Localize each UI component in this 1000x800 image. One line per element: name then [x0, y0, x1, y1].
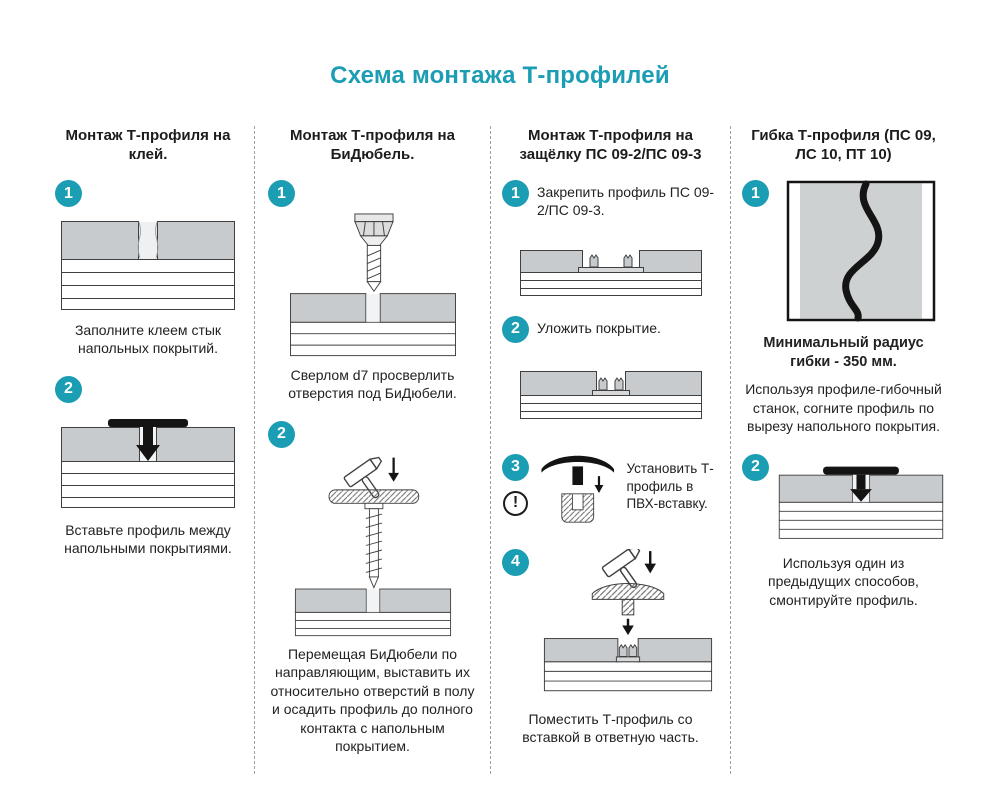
serrated-flange [623, 254, 632, 268]
bending-step-1: 1 Минимальный радиус гибки - 350 мм. Исп… [742, 180, 945, 436]
step-number-badge: 2 [502, 315, 529, 343]
latch-base-plate [591, 389, 630, 396]
column-latch: Монтаж Т-профиля на защёлку ПС 09-2/ПС 0… [490, 126, 730, 774]
hammer-install-diagram [543, 548, 713, 692]
t-profile-with-insert [591, 582, 665, 600]
step-caption: Уложить покрытие. [537, 319, 661, 336]
serrated-flange [614, 377, 623, 391]
serrated-flange [628, 643, 638, 657]
t-profile-stem [572, 466, 584, 485]
glue-step-2: 2 Вставьте профиль между напольными по [53, 375, 243, 558]
down-arrow-icon [622, 618, 634, 636]
columns-container: Монтаж Т-профиля на клей. 1 Заполните кл… [42, 126, 958, 774]
bidowel-install-diagram [294, 456, 451, 637]
step-caption: Используя один из предыдущих способов, с… [768, 554, 919, 608]
latch-profile-diagram [519, 249, 702, 296]
t-profile-top-view [328, 489, 419, 504]
drill-icon [353, 213, 394, 293]
step-number-badge: 2 [742, 453, 769, 481]
bent-profile-curve [842, 180, 883, 322]
bending-step-2: 2 [742, 453, 945, 609]
covering-laid-diagram [519, 370, 702, 419]
column-glue: Монтаж Т-профиля на клей. 1 Заполните кл… [42, 126, 254, 774]
column-bidowel-heading: Монтаж Т-профиля на БиДюбель. [290, 127, 455, 164]
step-number-badge: 1 [502, 180, 529, 207]
bidowel-step-2: 2 [266, 420, 479, 756]
profile-mounted-diagram [778, 466, 944, 539]
down-arrow-icon [594, 476, 604, 493]
column-glue-heading: Монтаж Т-профиля на клей. [65, 127, 231, 164]
column-bending: Гибка Т-профиля (ПС 09, ЛС 10, ПТ 10) 1 … [730, 126, 956, 774]
latch-step-1: 1 Закрепить профиль ПС 09-2/ПС 09-3. [502, 180, 719, 298]
step-caption: Установить Т-профиль в ПВХ-вставку. [626, 460, 714, 512]
down-arrow-icon [387, 457, 399, 482]
pvc-insert [561, 493, 595, 523]
latch-base-plate [615, 656, 641, 663]
column-latch-heading: Монтаж Т-профиля на защёлку ПС 09-2/ПС 0… [519, 127, 702, 164]
bidowel-screw-icon [363, 502, 383, 589]
step-number-badge: 2 [55, 375, 82, 403]
step-number-badge: 1 [268, 180, 295, 207]
column-bending-heading: Гибка Т-профиля (ПС 09, ЛС 10, ПТ 10) [751, 127, 936, 164]
latch-step-3: 3 ! [502, 439, 719, 531]
bend-top-view-diagram [786, 180, 936, 322]
t-profile-insert-diagram [541, 455, 615, 523]
t-profile-cap [823, 466, 899, 475]
latch-step-4: 4 [502, 548, 719, 747]
drill-diagram [289, 213, 456, 357]
down-arrow-icon [644, 551, 657, 574]
step-caption: Сверлом d7 просверлить отверстия под БиД… [288, 367, 457, 402]
step-number-badge: 4 [502, 548, 529, 576]
step-caption: Используя профиле-гибочный станок, согни… [745, 381, 942, 435]
step-number-badge: 1 [742, 180, 769, 207]
step-caption-bold: Минимальный радиус гибки - 350 мм. [763, 335, 924, 371]
t-profile-stem [621, 598, 635, 616]
column-bidowel: Монтаж Т-профиля на БиДюбель. 1 [254, 126, 490, 774]
step-caption: Закрепить профиль ПС 09-2/ПС 09-3. [537, 184, 715, 219]
serrated-flange [618, 643, 628, 657]
down-arrow-icon [136, 426, 160, 461]
step-caption: Вставьте профиль между напольными покрыт… [64, 521, 232, 557]
serrated-flange [598, 377, 607, 391]
step-caption: Поместить Т-профиль со вставкой в ответн… [522, 710, 699, 746]
latch-step-2: 2 Уложить покрытие. [502, 315, 719, 421]
step-caption: Перемещая БиДюбели по направляющим, выст… [270, 645, 475, 755]
t-profile-cap [108, 418, 188, 427]
warning-icon: ! [503, 490, 528, 516]
profile-insert-diagram [61, 418, 235, 508]
step-number-badge: 2 [268, 420, 295, 448]
t-profile-cap [541, 455, 615, 473]
step-caption: Заполните клеем стык напольных покрытий. [74, 322, 222, 357]
hammer-icon [601, 548, 641, 589]
page-title: Схема монтажа Т-профилей [330, 62, 670, 89]
latch-base-plate [577, 266, 644, 273]
bidowel-step-1: 1 [266, 180, 479, 403]
down-arrow-icon [850, 474, 872, 502]
floor-gap-diagram [61, 221, 235, 310]
step-number-badge: 3 [502, 453, 529, 481]
glue-step-1: 1 Заполните клеем стык напольных покрыти… [53, 180, 243, 358]
step-number-badge: 1 [55, 180, 82, 207]
serrated-flange [589, 254, 598, 268]
